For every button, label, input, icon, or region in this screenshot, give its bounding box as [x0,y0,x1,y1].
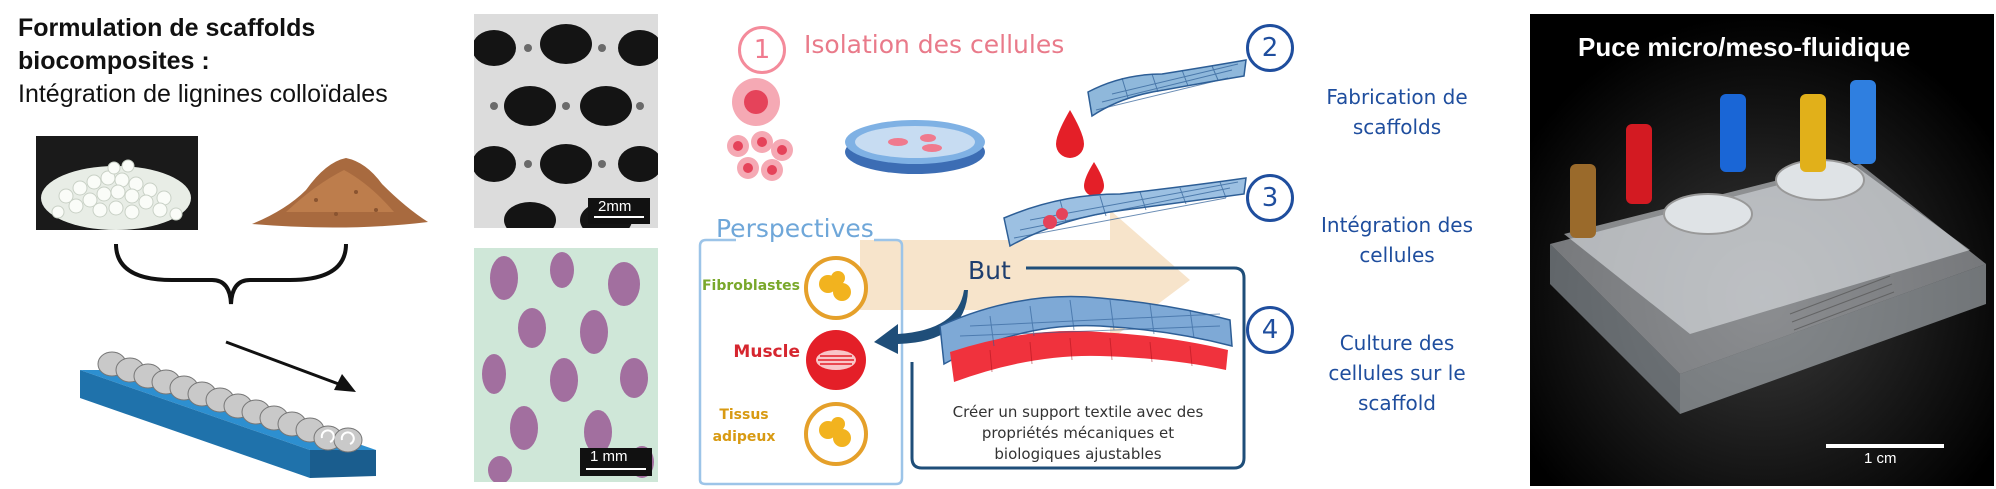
sem-scale-box [588,198,650,224]
isolated-cells-illustration [727,78,793,181]
step-1-badge: 1 [738,26,786,74]
goal-line-1: Créer un support textile avec des [952,403,1204,421]
petri-dish-illustration [845,120,985,174]
perspective-muscle-label: Muscle [733,342,800,362]
perspective-fibroblastes-label: Fibroblastes [701,278,800,294]
title-line-1: Formulation de scaffolds [18,14,316,42]
goal-frame [910,266,1246,470]
stain-scale-label: 1 mm [590,448,628,465]
sem-scale-bar [594,216,644,218]
step-2-label-line-2: scaffolds [1352,115,1442,139]
step-3-label-line-1: Intégration des [1321,213,1473,237]
blood-drops-icon [1056,110,1104,196]
perspectives-frame [698,238,904,486]
direction-arrow-icon [225,340,356,392]
step-2-label-line-1: Fabrication de [1326,85,1468,109]
sem-micrograph: 2mm [474,14,658,228]
microfluidic-chip-photo: Puce micro/meso-fluidique 1 cm [1530,14,1994,486]
step-2-badge: 2 [1246,24,1294,72]
stain-scale-bar [586,468,646,470]
perspective-adipose-label: Tissus adipeux [700,404,788,448]
fiber-scaffold-illustration [80,351,376,478]
perspective-adipose-line-2: adipeux [712,429,776,445]
polymer-granules-photo [36,136,198,230]
goal-line-2: propriétés mécaniques et [981,424,1175,442]
perspective-adipose-line-1: Tissus [719,407,769,423]
step-2-label: Fabrication de scaffolds [1298,82,1496,142]
stain-scale-box [580,448,652,476]
curved-arrow-icon [874,290,968,354]
step-3-badge: 3 [1246,174,1294,222]
perspective-icons [804,256,868,466]
cell-seeded-scaffold-illustration [1003,177,1247,248]
step-4-label-line-2: cellules sur le [1328,361,1466,385]
textile-scaffold-illustration [1087,59,1247,118]
chip-title: Puce micro/meso-fluidique [1578,32,1911,62]
cultured-scaffold-illustration [939,295,1233,382]
sem-scale-label: 2mm [598,198,632,215]
step-4-badge: 4 [1246,306,1294,354]
curly-brace-icon [114,243,348,305]
subtitle: Intégration de lignines colloïdales [18,80,388,108]
step-4-label: Culture des cellules sur le scaffold [1298,328,1496,418]
goal-description: Créer un support textile avec des propri… [918,402,1238,465]
goal-title: But [968,256,1011,285]
goal-line-3: biologiques ajustables [994,445,1162,463]
step-3-label-line-2: cellules [1359,243,1435,267]
title-line-2: biocomposites : [18,47,210,75]
chip-scale-bar [1826,444,1944,448]
step-1-label: Isolation des cellules [804,30,1065,59]
perspectives-title: Perspectives [716,214,874,243]
chip-scale-label: 1 cm [1864,450,1897,467]
step-4-label-line-3: scaffold [1358,391,1436,415]
stained-tissue-micrograph: 1 mm [474,248,658,482]
formulation-heading: Formulation de scaffolds biocomposites :… [18,12,388,111]
step-3-label: Intégration des cellules [1298,210,1496,270]
lignin-powder-photo [246,140,432,232]
step-4-label-line-1: Culture des [1339,331,1455,355]
